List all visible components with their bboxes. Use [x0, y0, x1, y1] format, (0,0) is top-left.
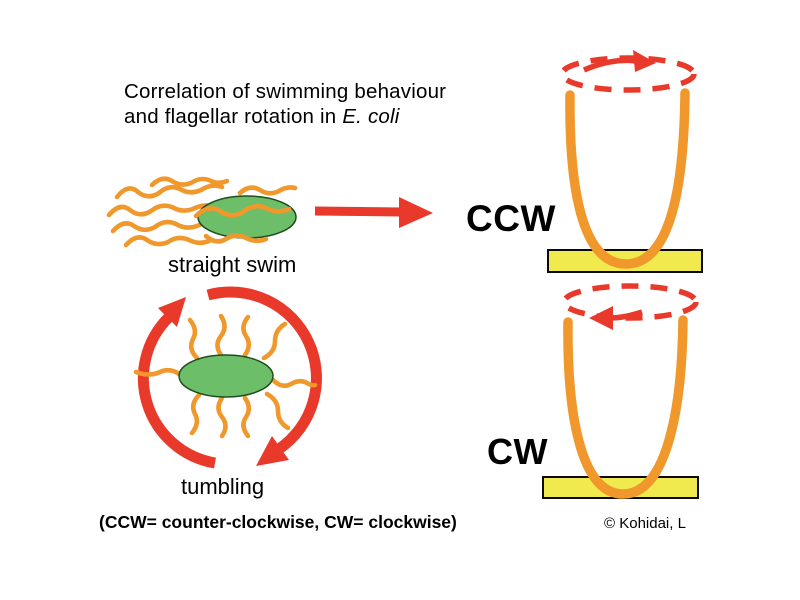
cw-label: CW	[487, 431, 548, 472]
ccw-flagellum	[547, 50, 703, 273]
rotation-arrow-ccw	[582, 50, 656, 73]
abbreviation-caption: (CCW= counter-clockwise, CW= clockwise)	[99, 512, 457, 532]
page-title: Correlation of swimming behaviour and fl…	[124, 79, 446, 129]
flagella-over-body	[193, 185, 298, 244]
title-line1: Correlation of swimming behaviour	[124, 80, 447, 103]
tumble-arrowhead-bottom-icon	[256, 436, 289, 466]
rotation-arrow-cw	[589, 306, 643, 330]
straight-swim-label: straight swim	[168, 252, 297, 277]
tumbling-cell	[133, 286, 322, 469]
title-line2: and flagellar rotation in E. coli	[124, 104, 446, 129]
cw-arrowhead-icon	[589, 306, 613, 330]
tumble-arrowhead-top-icon	[158, 297, 186, 327]
tumbling-label: tumbling	[181, 474, 265, 499]
ccw-arrowhead-icon	[633, 50, 656, 72]
copyright-credit: © Kohidai, L	[604, 515, 686, 532]
cw-flagellum	[542, 283, 699, 499]
straight-swim-cell	[106, 176, 298, 248]
cell-body	[178, 354, 274, 398]
right-arrowhead-icon	[399, 197, 433, 228]
title-line2-prefix: and flagellar rotation in	[124, 105, 343, 128]
ccw-label: CCW	[466, 198, 556, 239]
flagella-bundle	[106, 176, 230, 248]
cell-body	[197, 195, 297, 239]
species-name: E. coli	[342, 105, 400, 128]
transition-arrow	[314, 197, 433, 228]
tumbling-rotation-arrows	[137, 286, 322, 469]
tumbling-flagella	[133, 313, 318, 439]
